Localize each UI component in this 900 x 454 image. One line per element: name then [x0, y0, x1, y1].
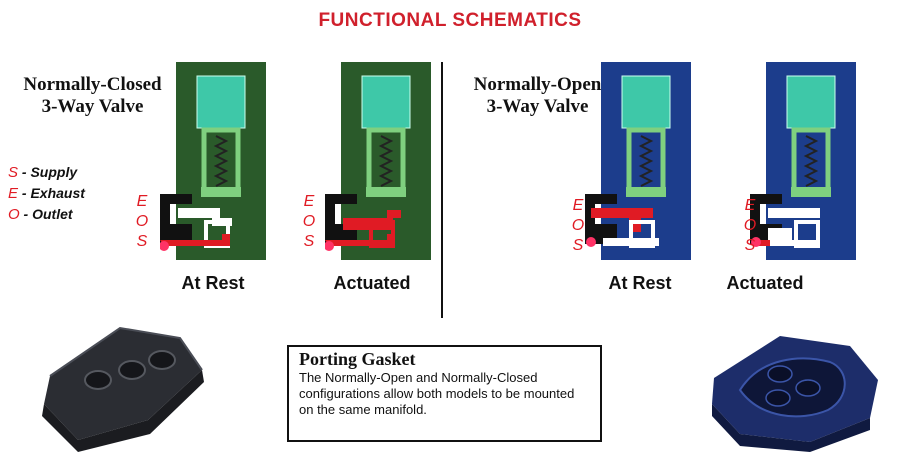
- porting-gasket-box: Porting Gasket The Normally-Open and Nor…: [287, 345, 602, 442]
- port-block: [160, 194, 192, 244]
- porting-gasket-image-left: [42, 326, 204, 452]
- nc-heading-line1: Normally-Closed: [23, 74, 162, 95]
- legend-item-supply: S - Supply: [8, 164, 78, 181]
- port-legend: S - Supply E - Exhaust O - Outlet: [8, 162, 85, 225]
- legend-item-outlet: O - Outlet: [8, 206, 73, 223]
- valve-no-actuated: [750, 62, 856, 260]
- exhaust-channel: [603, 238, 659, 246]
- no-heading-line2: 3-Way Valve: [486, 96, 589, 117]
- solenoid-coil: [786, 75, 836, 129]
- port-block: [585, 194, 617, 244]
- solenoid-coil: [196, 75, 246, 129]
- legend-item-exhaust: E - Exhaust: [8, 185, 85, 202]
- valve-nc-at-rest: [160, 62, 266, 260]
- outlet-channel: [768, 228, 820, 246]
- supply-flow: [325, 234, 395, 246]
- label-no-actuated: Actuated: [726, 273, 804, 293]
- solenoid-coil: [621, 75, 671, 129]
- label-no-at-rest: At Rest: [608, 273, 672, 293]
- supply-flow: [160, 234, 230, 246]
- nc-heading-line2: 3-Way Valve: [41, 96, 144, 117]
- gasket-title: Porting Gasket: [299, 349, 416, 369]
- port-block: [325, 194, 357, 244]
- valve-nc-actuated: [325, 62, 431, 260]
- exhaust-channel: [768, 208, 820, 218]
- label-nc-actuated: Actuated: [333, 273, 411, 293]
- page-title: FUNCTIONAL SCHEMATICS: [318, 10, 582, 31]
- valve-no-at-rest: [585, 62, 691, 260]
- porting-gasket-image-right: [712, 336, 878, 452]
- no-heading-line1: Normally-Open: [473, 74, 602, 95]
- section-divider: [441, 62, 443, 318]
- solenoid-coil: [361, 75, 411, 129]
- no-heading: Normally-Open 3-Way Valve: [455, 74, 620, 118]
- supply-flow: [591, 208, 653, 232]
- nc-heading: Normally-Closed 3-Way Valve: [10, 74, 175, 118]
- label-nc-at-rest: At Rest: [181, 273, 245, 293]
- gasket-description: The Normally-Open and Normally-Closed co…: [299, 370, 575, 417]
